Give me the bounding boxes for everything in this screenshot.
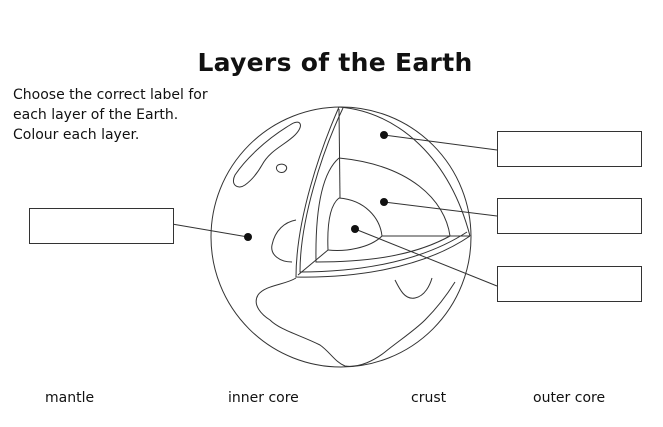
label-box-middle-right[interactable] [497, 198, 642, 234]
label-box-top-right[interactable] [497, 131, 642, 167]
continent-africa [255, 277, 456, 367]
cutaway-inner-core [327, 197, 383, 251]
continent-greenland [232, 121, 301, 188]
crust-dot [380, 131, 388, 139]
instruction-line: Colour each layer. [13, 127, 140, 143]
word-inner-core: inner core [228, 390, 299, 406]
cutaway-crust [295, 106, 471, 278]
instructions: Choose the correct label for each layer … [13, 85, 208, 145]
mantle-dot [244, 233, 252, 241]
instruction-line: Choose the correct label for [13, 87, 208, 103]
island [275, 163, 288, 173]
word-outer-core: outer core [533, 390, 606, 406]
outer-core-dot [380, 198, 388, 206]
page-title: Layers of the Earth [197, 48, 473, 77]
cutaway-outer-core [315, 157, 451, 263]
instruction-line: each layer of the Earth. [13, 107, 179, 123]
word-mantle: mantle [45, 390, 95, 406]
word-crust: crust [411, 390, 447, 406]
inner-core-dot [351, 225, 359, 233]
label-box-left[interactable] [29, 208, 174, 244]
label-box-bottom-right[interactable] [497, 266, 642, 302]
continent-europe [271, 219, 297, 263]
continent-arabia [394, 277, 433, 299]
